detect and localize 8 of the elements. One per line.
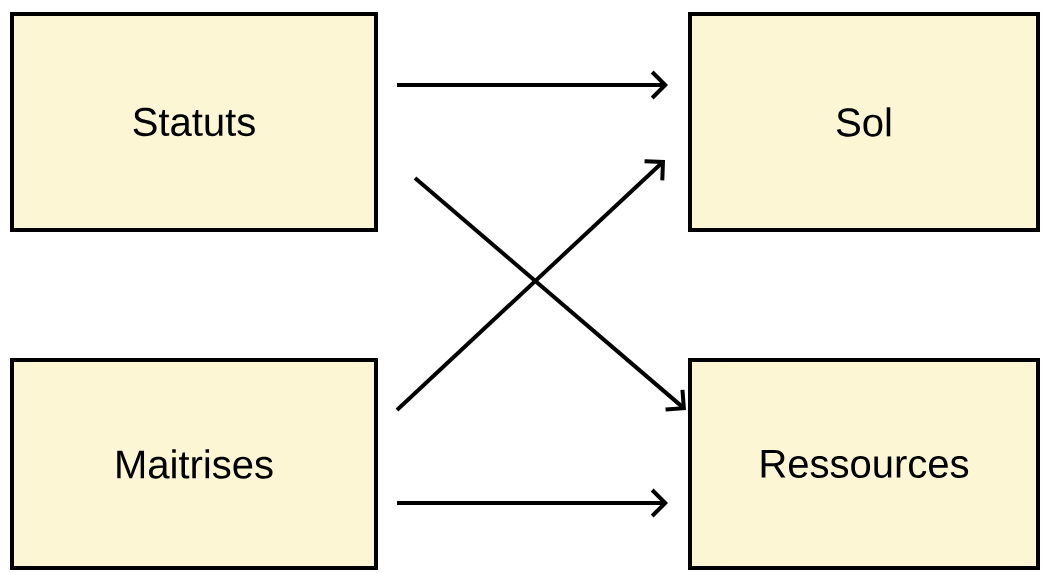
process-box: Ressources bbox=[688, 358, 1040, 570]
arrow bbox=[397, 488, 668, 518]
arrow bbox=[395, 159, 665, 412]
arrow bbox=[397, 70, 668, 100]
process-box: Sol bbox=[688, 12, 1040, 232]
process-box: Maitrises bbox=[10, 358, 378, 570]
process-box: Statuts bbox=[10, 12, 378, 232]
arrow bbox=[413, 176, 686, 412]
